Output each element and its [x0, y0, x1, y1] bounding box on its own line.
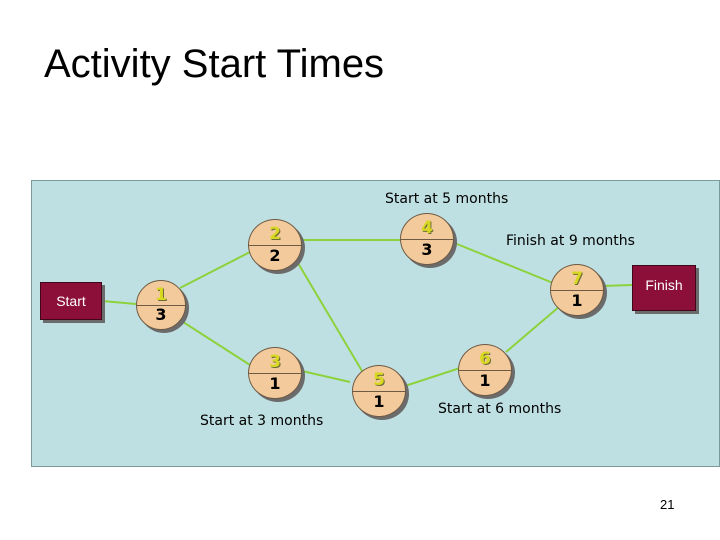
activity-duration: 3: [421, 240, 433, 259]
activity-node-1: 1 3: [136, 280, 186, 330]
edge-6-7: [505, 305, 561, 353]
edge-1-2: [179, 251, 251, 289]
activity-node-4: 4 3: [400, 213, 454, 265]
edge-4-7: [451, 241, 554, 284]
node-divider: [249, 245, 301, 246]
node-divider: [459, 370, 511, 371]
slide-title: Activity Start Times: [44, 42, 385, 86]
activity-duration: 3: [155, 305, 167, 324]
activity-number: 3: [269, 352, 281, 372]
annotation-finish-9-months: Finish at 9 months: [506, 233, 635, 249]
activity-duration: 1: [571, 291, 583, 310]
activity-duration: 1: [479, 371, 491, 390]
activity-node-3: 3 1: [248, 347, 302, 399]
edge-1-3: [179, 319, 251, 366]
finish-node-label: Finish: [645, 277, 683, 293]
node-divider: [137, 305, 185, 306]
annotation-start-3-months: Start at 3 months: [200, 413, 324, 429]
activity-duration: 1: [373, 392, 385, 411]
edge-7-finish: [601, 284, 633, 287]
edge-2-5: [294, 257, 366, 377]
annotation-start-6-months: Start at 6 months: [438, 401, 562, 417]
activity-number: 7: [571, 269, 583, 289]
activity-number: 4: [421, 218, 433, 238]
activity-node-7: 7 1: [550, 264, 604, 316]
page-number: 21: [660, 497, 675, 512]
activity-number: 1: [155, 285, 167, 305]
edge-start-1: [101, 300, 137, 305]
activity-number: 6: [479, 349, 491, 369]
activity-node-6: 6 1: [458, 344, 512, 396]
edge-3-5: [301, 370, 351, 383]
activity-node-5: 5 1: [352, 365, 406, 417]
annotation-start-5-months: Start at 5 months: [385, 191, 509, 207]
node-divider: [551, 290, 603, 291]
finish-node: Finish: [632, 265, 696, 311]
node-divider: [249, 373, 301, 374]
node-divider: [353, 391, 405, 392]
node-divider: [401, 239, 453, 240]
start-node: Start: [40, 282, 102, 320]
activity-duration: 2: [269, 246, 281, 265]
activity-number: 5: [373, 370, 385, 390]
activity-duration: 1: [269, 374, 281, 393]
edge-5-6: [404, 367, 461, 387]
activity-node-2: 2 2: [248, 219, 302, 271]
activity-number: 2: [269, 224, 281, 244]
start-node-label: Start: [56, 293, 86, 309]
